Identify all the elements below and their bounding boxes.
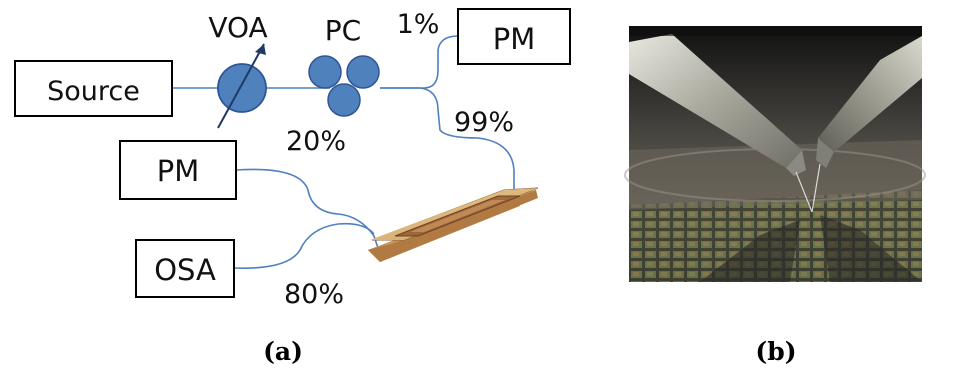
ratio-99-percent: 99% bbox=[454, 107, 514, 138]
source-box: Source bbox=[14, 60, 173, 117]
power-meter-left-label: PM bbox=[157, 154, 200, 188]
power-meter-top-label: PM bbox=[493, 22, 536, 56]
power-meter-box-left: PM bbox=[119, 140, 237, 200]
ratio-20-percent: 20% bbox=[286, 126, 346, 157]
osa-label: OSA bbox=[154, 253, 216, 287]
voa-label: VOA bbox=[208, 11, 267, 44]
ratio-80-percent: 80% bbox=[284, 279, 344, 310]
polarization-controller-icon bbox=[308, 55, 380, 117]
panel-a-setup-diagram: Source PM PM OSA VOA PC 1% 99% bbox=[14, 8, 571, 366]
caption-b: (b) bbox=[755, 337, 796, 366]
fiber-pm-to-chip bbox=[235, 168, 379, 249]
pc-label: PC bbox=[325, 14, 361, 47]
fiber-paths bbox=[172, 35, 515, 269]
source-label: Source bbox=[47, 76, 140, 107]
photonic-chip-icon bbox=[368, 187, 539, 262]
fiber-coupler-to-chip bbox=[380, 87, 515, 194]
voa-attenuator-icon bbox=[217, 43, 267, 129]
caption-a: (a) bbox=[263, 337, 303, 366]
ratio-1-percent: 1% bbox=[397, 9, 440, 40]
power-meter-box-top: PM bbox=[457, 8, 571, 65]
panel-b-probe-photo: (b) bbox=[624, 26, 926, 366]
fiber-coupler-to-pm bbox=[380, 35, 459, 89]
fiber-osa-to-chip bbox=[233, 222, 375, 269]
osa-box: OSA bbox=[135, 239, 235, 298]
